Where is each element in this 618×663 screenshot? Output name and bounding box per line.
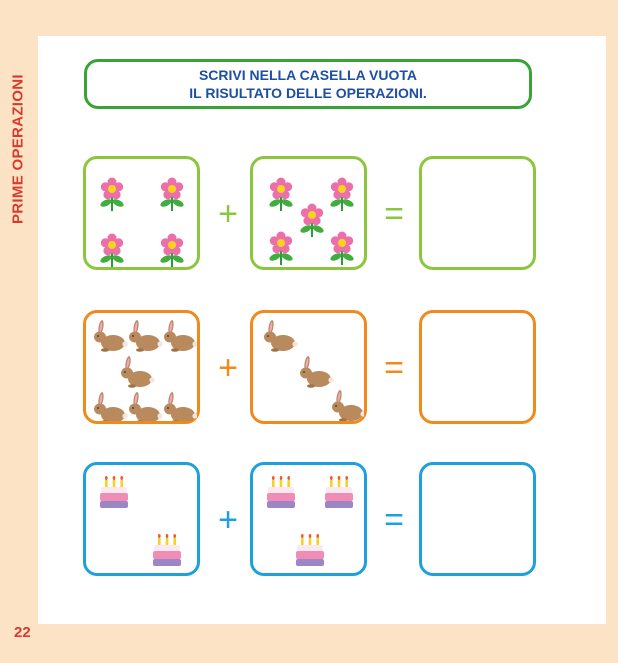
row3-right-items bbox=[267, 476, 353, 566]
plus-sign: + bbox=[218, 501, 238, 539]
row2-left-items bbox=[94, 319, 198, 424]
row2-right-items bbox=[264, 319, 366, 422]
instruction-line-1: SCRIVI NELLA CASELLA VUOTA bbox=[198, 67, 418, 83]
row3-left-box bbox=[83, 462, 200, 576]
row1-answer-box[interactable] bbox=[419, 156, 536, 270]
equals-sign: = bbox=[384, 349, 404, 387]
page-number: 22 bbox=[14, 624, 31, 641]
row1-left-items bbox=[98, 176, 186, 268]
equals-sign: = bbox=[384, 195, 404, 233]
row1-right-box bbox=[250, 156, 367, 270]
row2-right-box bbox=[250, 310, 367, 424]
instruction-box: SCRIVI NELLA CASELLA VUOTA IL RISULTATO … bbox=[84, 59, 532, 109]
equals-sign: = bbox=[384, 501, 404, 539]
row3-left-items bbox=[100, 476, 181, 566]
worksheet-page: SCRIVI NELLA CASELLA VUOTA IL RISULTATO … bbox=[38, 36, 606, 624]
plus-sign: + bbox=[218, 349, 238, 387]
side-section-title: PRIME OPERAZIONI bbox=[9, 74, 27, 224]
row2-answer-box[interactable] bbox=[419, 310, 536, 424]
row1-right-items bbox=[267, 176, 356, 266]
row3-right-box bbox=[250, 462, 367, 576]
row3-answer-box[interactable] bbox=[419, 462, 536, 576]
row1-left-box bbox=[83, 156, 200, 270]
plus-sign: + bbox=[218, 195, 238, 233]
row2-left-box bbox=[83, 310, 200, 424]
instruction-line-2: IL RISULTATO DELLE OPERAZIONI. bbox=[189, 85, 427, 101]
